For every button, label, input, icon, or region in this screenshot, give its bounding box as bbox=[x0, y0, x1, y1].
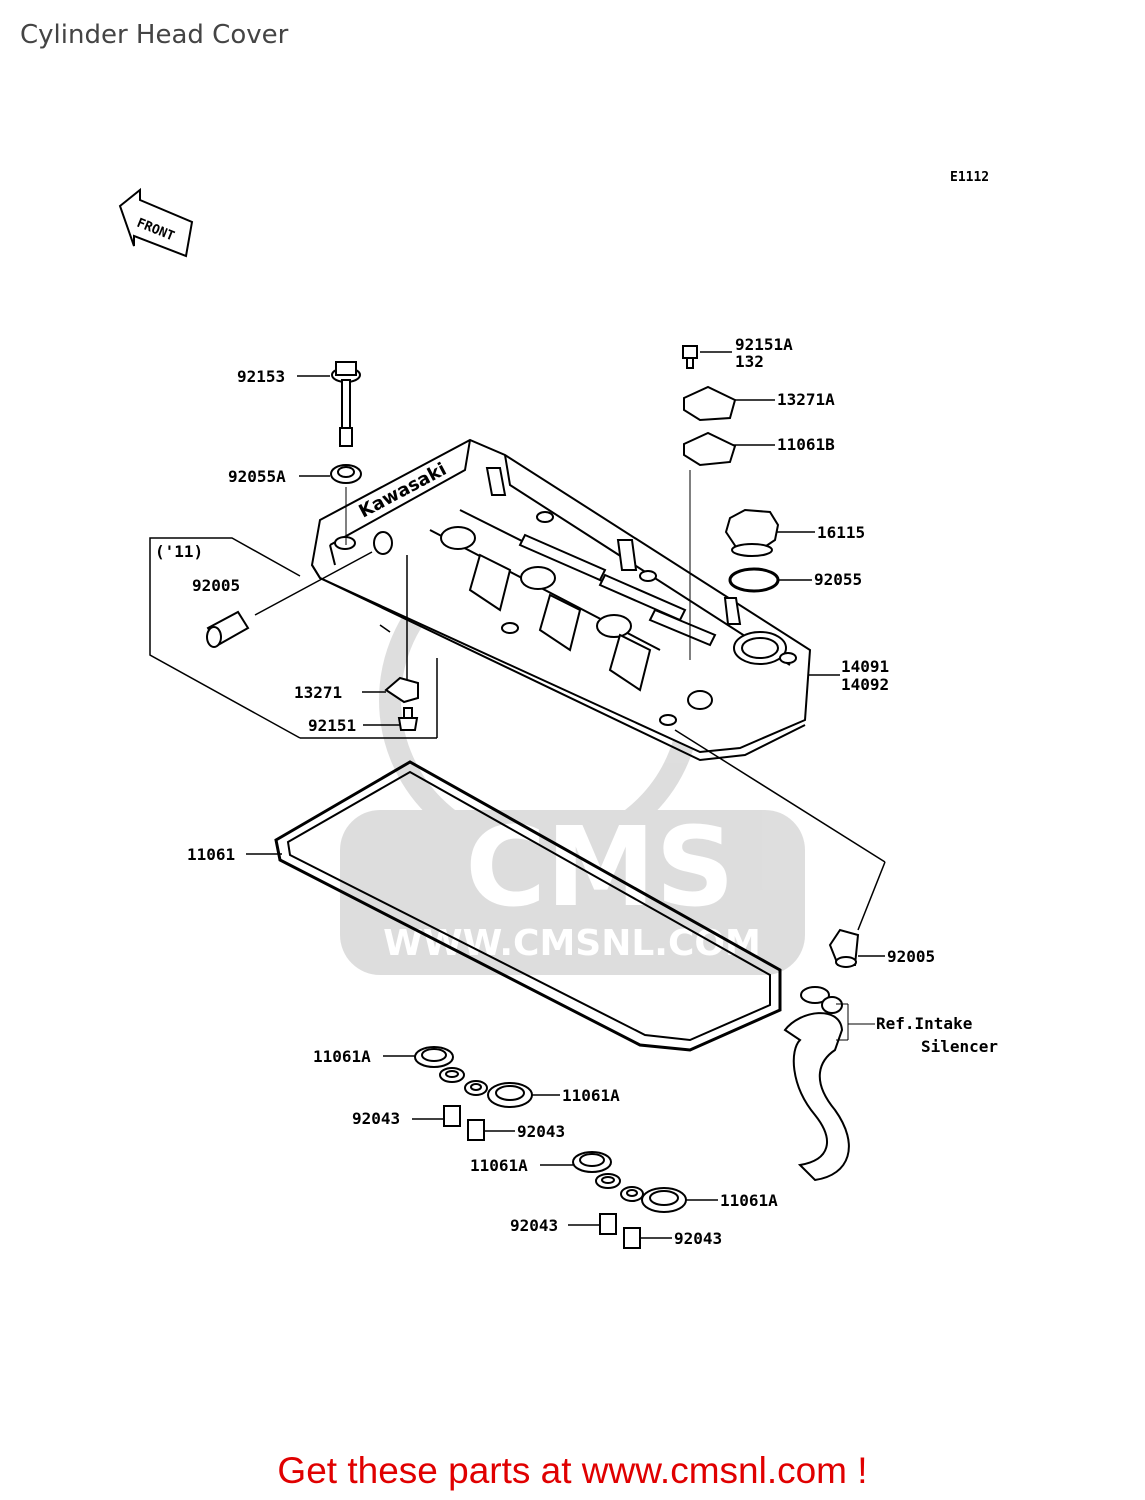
bolt-92153 bbox=[331, 361, 361, 447]
watermark-url: WWW.CMSNL.COM bbox=[383, 923, 761, 964]
washer-92055A bbox=[330, 464, 362, 484]
plate-13271A bbox=[683, 385, 737, 422]
label-92055: 92055 bbox=[814, 570, 862, 589]
seal-group-1 bbox=[414, 1046, 533, 1141]
label-92005-left: 92005 bbox=[192, 576, 240, 595]
gasket-11061 bbox=[274, 760, 782, 1052]
breather-hose bbox=[783, 1012, 850, 1182]
diagram-code: E1112 bbox=[950, 170, 989, 185]
label-92043-2: 92043 bbox=[517, 1122, 565, 1141]
seal-group-2 bbox=[572, 1151, 687, 1249]
leader-lines bbox=[246, 351, 885, 1239]
label-132: 132 bbox=[735, 352, 764, 371]
label-92005-right: 92005 bbox=[887, 947, 935, 966]
label-92043-3: 92043 bbox=[510, 1216, 558, 1235]
label-92043-4: 92043 bbox=[674, 1229, 722, 1248]
label-14092: 14092 bbox=[841, 675, 889, 694]
clamp bbox=[800, 986, 843, 1014]
bolt-92151A bbox=[682, 345, 698, 369]
label-ref-intake: Ref.Intake bbox=[876, 1014, 972, 1033]
gasket-11061B bbox=[683, 431, 737, 467]
label-16115: 16115 bbox=[817, 523, 865, 542]
plate-13271 bbox=[384, 676, 419, 704]
footer-link[interactable]: Get these parts at www.cmsnl.com ! bbox=[277, 1450, 868, 1491]
label-92151A: 92151A bbox=[735, 335, 793, 354]
label-11: ('11) bbox=[155, 542, 203, 561]
label-13271A: 13271A bbox=[777, 390, 835, 409]
label-92043-1: 92043 bbox=[352, 1109, 400, 1128]
label-11061A-4: 11061A bbox=[720, 1191, 778, 1210]
breather-fitting-92005-right bbox=[828, 928, 860, 968]
label-11061A-2: 11061A bbox=[562, 1086, 620, 1105]
label-11061: 11061 bbox=[187, 845, 235, 864]
front-arrow-icon: FRONT bbox=[118, 187, 194, 258]
oil-filler-cap-16115 bbox=[724, 508, 780, 557]
label-11061B: 11061B bbox=[777, 435, 835, 454]
bolt-92151 bbox=[397, 707, 419, 731]
label-13271: 13271 bbox=[294, 683, 342, 702]
label-11061A-3: 11061A bbox=[470, 1156, 528, 1175]
label-92151: 92151 bbox=[308, 716, 356, 735]
label-silencer: Silencer bbox=[921, 1037, 998, 1056]
cylinder-head-cover: Kawasaki bbox=[310, 438, 812, 762]
bracket-11 bbox=[149, 537, 438, 739]
label-14091: 14091 bbox=[841, 657, 889, 676]
breather-fitting-92005-left bbox=[206, 610, 250, 648]
label-92153: 92153 bbox=[237, 367, 285, 386]
label-92055A: 92055A bbox=[228, 467, 286, 486]
watermark-logo: CMS bbox=[465, 803, 734, 931]
page-title: Cylinder Head Cover bbox=[20, 20, 289, 50]
o-ring-92055 bbox=[728, 567, 780, 593]
cms-watermark: CMS WWW.CMSNL.COM bbox=[340, 539, 805, 975]
label-11061A-1: 11061A bbox=[313, 1047, 371, 1066]
